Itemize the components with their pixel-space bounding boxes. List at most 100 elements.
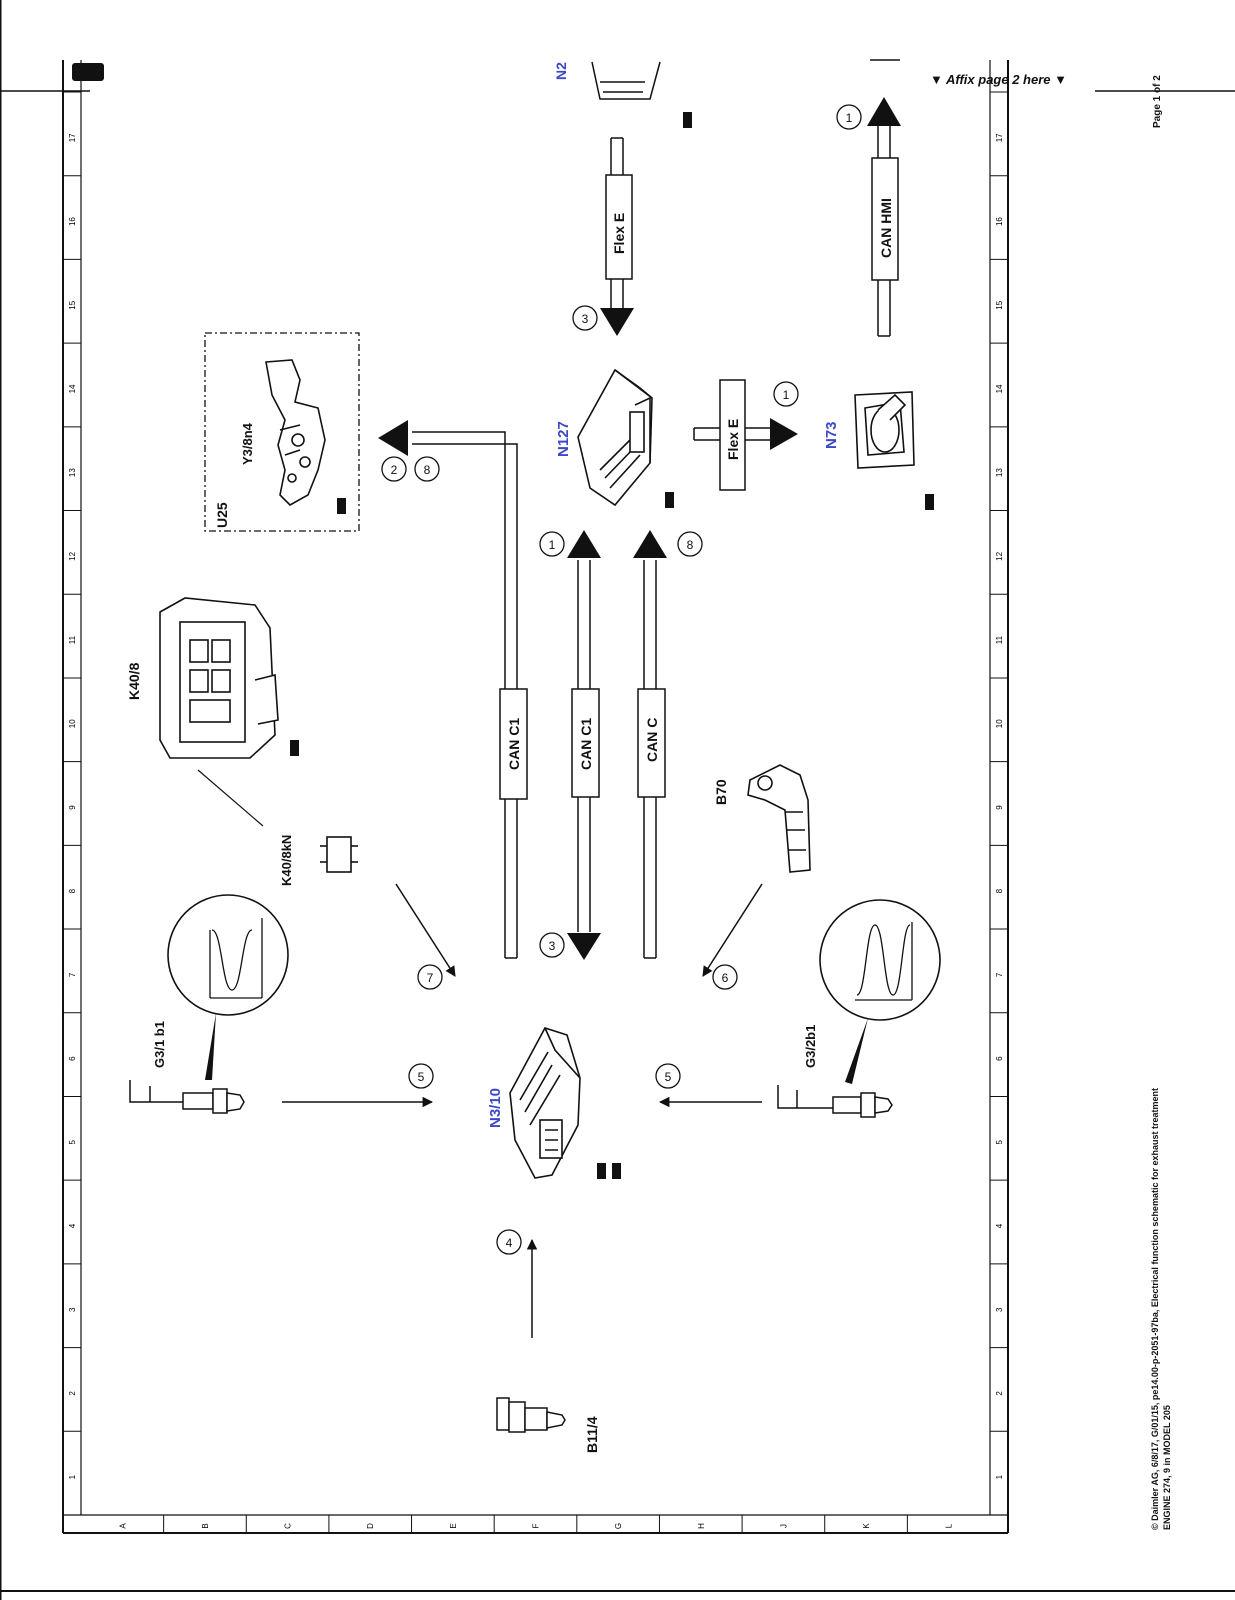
row-number: 12 xyxy=(68,551,77,560)
n2-module-icon xyxy=(591,61,661,100)
row-number: 13 xyxy=(995,468,1004,477)
drawing-frame xyxy=(62,60,1009,1534)
n73-switch-icon xyxy=(854,391,915,469)
row-number: 15 xyxy=(68,300,77,309)
g3-2b1-waveform-icon xyxy=(819,899,941,1084)
bus-label-box xyxy=(637,688,666,798)
column-letter: J xyxy=(779,1524,788,1528)
b11-4-sensor-icon xyxy=(496,1397,566,1433)
row-number: 7 xyxy=(995,972,1004,977)
row-number: 6 xyxy=(68,1056,77,1061)
u25-assembly-boundary xyxy=(204,332,360,532)
leader-k40-8-to-relay xyxy=(197,769,264,827)
callout-circle: 1 xyxy=(773,381,799,407)
row-number: 4 xyxy=(995,1223,1004,1228)
row-number: 16 xyxy=(68,217,77,226)
row-number: 7 xyxy=(68,972,77,977)
column-letter: F xyxy=(532,1523,541,1528)
callout-circle: 6 xyxy=(712,964,738,990)
ref-marker-icon xyxy=(597,1163,621,1179)
ref-marker-icon xyxy=(337,498,346,514)
callout-circle: 8 xyxy=(414,456,440,482)
svg-text:6: 6 xyxy=(722,971,729,985)
label-n127: N127 xyxy=(555,421,572,457)
label-n3-10: N3/10 xyxy=(487,1088,504,1128)
callout-circle: 1 xyxy=(836,104,862,130)
svg-text:7: 7 xyxy=(427,971,434,985)
row-number: 2 xyxy=(995,1391,1004,1396)
column-letter: C xyxy=(284,1523,293,1529)
callout-circle: 7 xyxy=(417,964,443,990)
bus-label-can-c1-left: CAN C1 xyxy=(506,718,522,770)
n3-10-ecu-icon xyxy=(509,1027,581,1179)
bus-label-box xyxy=(499,688,528,800)
affix-note: ▼ Affix page 2 here ▼ xyxy=(930,72,1067,87)
row-tick-marks xyxy=(63,91,1008,1516)
svg-text:8: 8 xyxy=(687,538,694,552)
g3-2b1-sensor-icon xyxy=(777,1085,893,1118)
row-number: 13 xyxy=(68,468,77,477)
k40-8kn-relay-icon xyxy=(320,836,358,873)
row-number: 17 xyxy=(68,133,77,142)
arrow-up-can-hmi xyxy=(867,97,901,126)
row-number: 2 xyxy=(68,1391,77,1396)
row-number: 16 xyxy=(995,217,1004,226)
signal-k40-8kn-to-n3-10 xyxy=(395,883,456,977)
arrow-down-to-n127 xyxy=(600,308,634,336)
svg-text:3: 3 xyxy=(549,939,556,953)
arrow-right-to-n73 xyxy=(770,418,798,450)
row-number: 9 xyxy=(995,805,1004,810)
k40-8-relay-box-icon xyxy=(159,597,279,759)
callout-circle: 2 xyxy=(381,456,407,482)
row-number: 14 xyxy=(995,384,1004,393)
row-number: 8 xyxy=(995,888,1004,893)
page-number-label: Page 1 of 2 xyxy=(1152,75,1163,128)
bus-label-box xyxy=(719,379,746,491)
b70-sensor-icon xyxy=(747,764,811,873)
row-number: 10 xyxy=(68,719,77,728)
row-number: 3 xyxy=(995,1307,1004,1312)
column-letter: D xyxy=(366,1523,375,1529)
label-g3-1b1: G3/1 b1 xyxy=(152,1021,167,1068)
row-number: 3 xyxy=(68,1307,77,1312)
row-number: 5 xyxy=(995,1140,1004,1145)
callout-circle: 5 xyxy=(655,1063,681,1089)
row-number: 12 xyxy=(995,551,1004,560)
n127-module-icon xyxy=(577,368,653,507)
label-k40-8: K40/8 xyxy=(126,662,142,700)
column-letter: K xyxy=(862,1523,871,1529)
bus-label-flex-e-top: Flex E xyxy=(611,213,627,254)
row-number: 14 xyxy=(68,384,77,393)
row-number: 11 xyxy=(995,635,1004,644)
row-number: 6 xyxy=(995,1056,1004,1061)
ref-marker-icon xyxy=(665,492,674,508)
callout-circle: 5 xyxy=(408,1063,434,1089)
bus-label-can-c: CAN C xyxy=(644,718,660,762)
ref-marker-icon xyxy=(683,112,692,128)
label-n2: N2 xyxy=(553,62,569,80)
signal-b70-to-n3-10 xyxy=(702,883,763,977)
callout-circle: 1 xyxy=(539,531,565,557)
column-letter: G xyxy=(614,1523,623,1529)
callout-circle: 8 xyxy=(677,531,703,557)
callout-circle: 4 xyxy=(496,1229,522,1255)
svg-text:5: 5 xyxy=(418,1070,425,1084)
g3-1b1-waveform-icon xyxy=(167,894,289,1080)
label-b70: B70 xyxy=(713,779,729,805)
y3-8n4-valve-body-icon xyxy=(265,359,326,506)
bus-label-box xyxy=(571,688,600,798)
row-number: 17 xyxy=(995,133,1004,142)
ref-marker-icon xyxy=(925,494,934,510)
ref-marker-icon xyxy=(290,740,299,756)
column-letter: L xyxy=(945,1523,954,1528)
label-u25: U25 xyxy=(214,502,230,528)
row-number: 8 xyxy=(68,888,77,893)
svg-text:1: 1 xyxy=(846,111,853,125)
bus-label-can-hmi: CAN HMI xyxy=(878,198,894,258)
row-number: 4 xyxy=(68,1223,77,1228)
column-letter: H xyxy=(697,1523,706,1529)
callout-circle: 3 xyxy=(539,932,565,958)
